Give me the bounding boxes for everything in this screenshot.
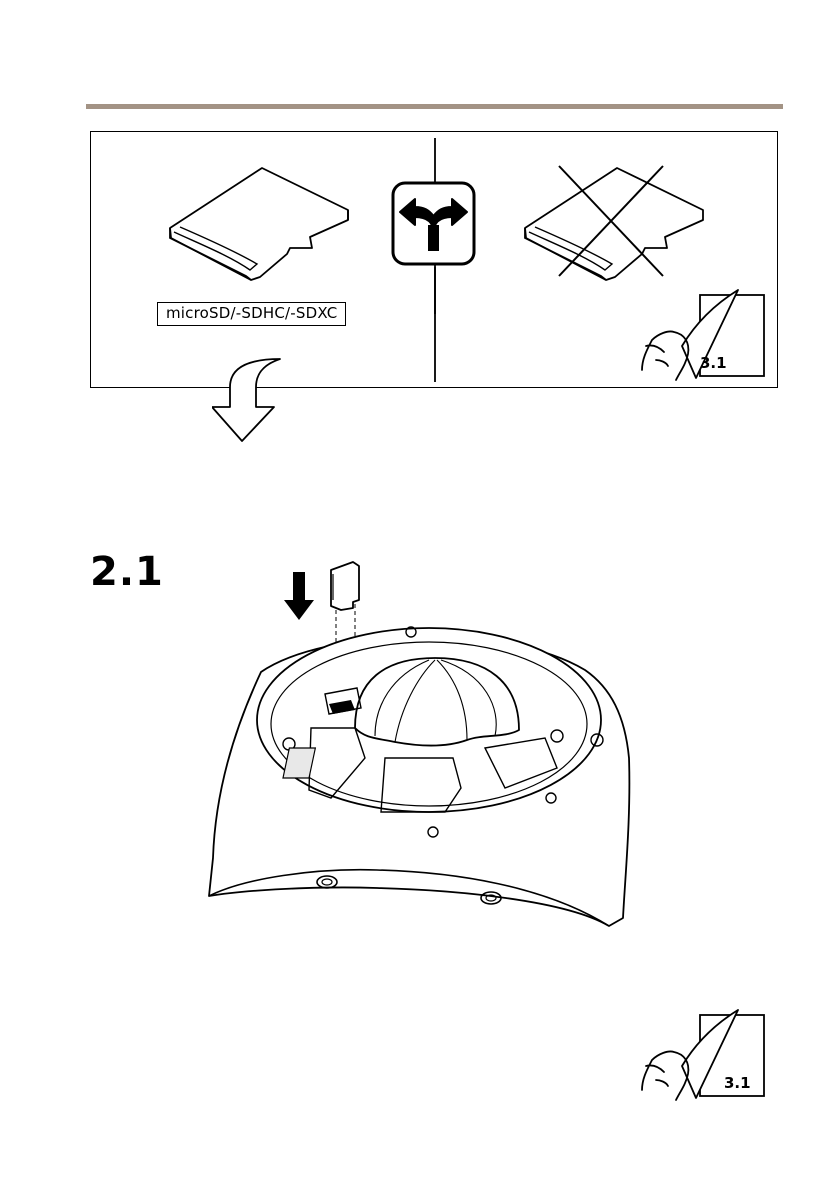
insert-arrow-icon	[284, 572, 314, 622]
page-ref-label-bottom: 3.1	[724, 1074, 751, 1092]
header-rule	[86, 104, 783, 109]
card-type-label: microSD/-SDHC/-SDXC	[157, 302, 346, 326]
curved-arrow-down-icon	[212, 355, 302, 445]
microsd-card-icon	[160, 160, 355, 285]
step-number: 2.1	[90, 548, 164, 596]
unsupported-card-icon	[515, 160, 710, 285]
split-arrow-icon	[391, 181, 476, 266]
page-ref-label: 3.1	[700, 354, 727, 372]
camera-device-illustration	[205, 618, 645, 943]
